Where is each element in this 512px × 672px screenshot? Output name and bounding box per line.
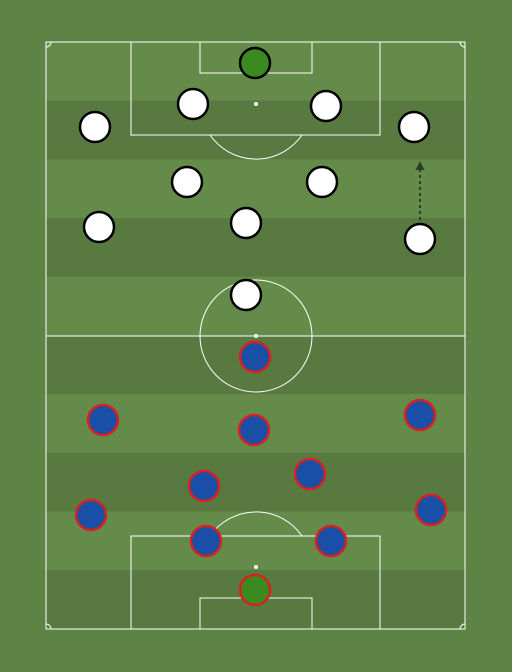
bottom-team-player-marker (403, 398, 437, 432)
top-team-player-marker (78, 110, 112, 144)
corner-arc-bottom-right (459, 623, 466, 630)
players (74, 46, 448, 607)
pitch-stripe (46, 100, 465, 160)
pitch-stripe (46, 159, 465, 219)
top-team-player-marker (305, 165, 339, 199)
top-team-player-marker (309, 89, 343, 123)
movement-arrows (415, 161, 425, 220)
top-team-player-marker (82, 210, 116, 244)
top-penalty-arc (209, 134, 303, 160)
pitch-markings (45, 41, 466, 630)
bottom-team-player-marker (238, 340, 272, 374)
top-team-player-marker (176, 87, 210, 121)
top-team-player-marker (397, 110, 431, 144)
centre-circle (199, 279, 313, 393)
bottom-penalty-spot (254, 565, 258, 569)
pitch-stripe (46, 452, 465, 512)
bottom-team-player-marker (414, 493, 448, 527)
bottom-team-player-marker (86, 403, 120, 437)
bottom-team-player-marker (74, 498, 108, 532)
corner-arc-top-left (45, 41, 52, 48)
bottom-team-player-marker (314, 524, 348, 558)
corner-arc-bottom-left (45, 623, 52, 630)
top-team-player-marker (229, 278, 263, 312)
bottom-penalty-arc (209, 511, 303, 537)
top-team-player-marker (229, 206, 263, 240)
pitch-stripe (46, 511, 465, 571)
movement-arrow-head (415, 161, 425, 170)
corner-arc-top-right (459, 41, 466, 48)
centre-spot (254, 334, 258, 338)
bottom-team-player-marker (237, 413, 271, 447)
top-team-goalkeeper-marker (238, 46, 272, 80)
bottom-team-player-marker (189, 524, 223, 558)
top-team-player-marker (403, 222, 437, 256)
bottom-team-player-marker (293, 457, 327, 491)
bottom-team-goalkeeper-marker (238, 573, 272, 607)
bottom-team-player-marker (187, 469, 221, 503)
top-team-player-marker (170, 165, 204, 199)
top-penalty-spot (254, 102, 258, 106)
